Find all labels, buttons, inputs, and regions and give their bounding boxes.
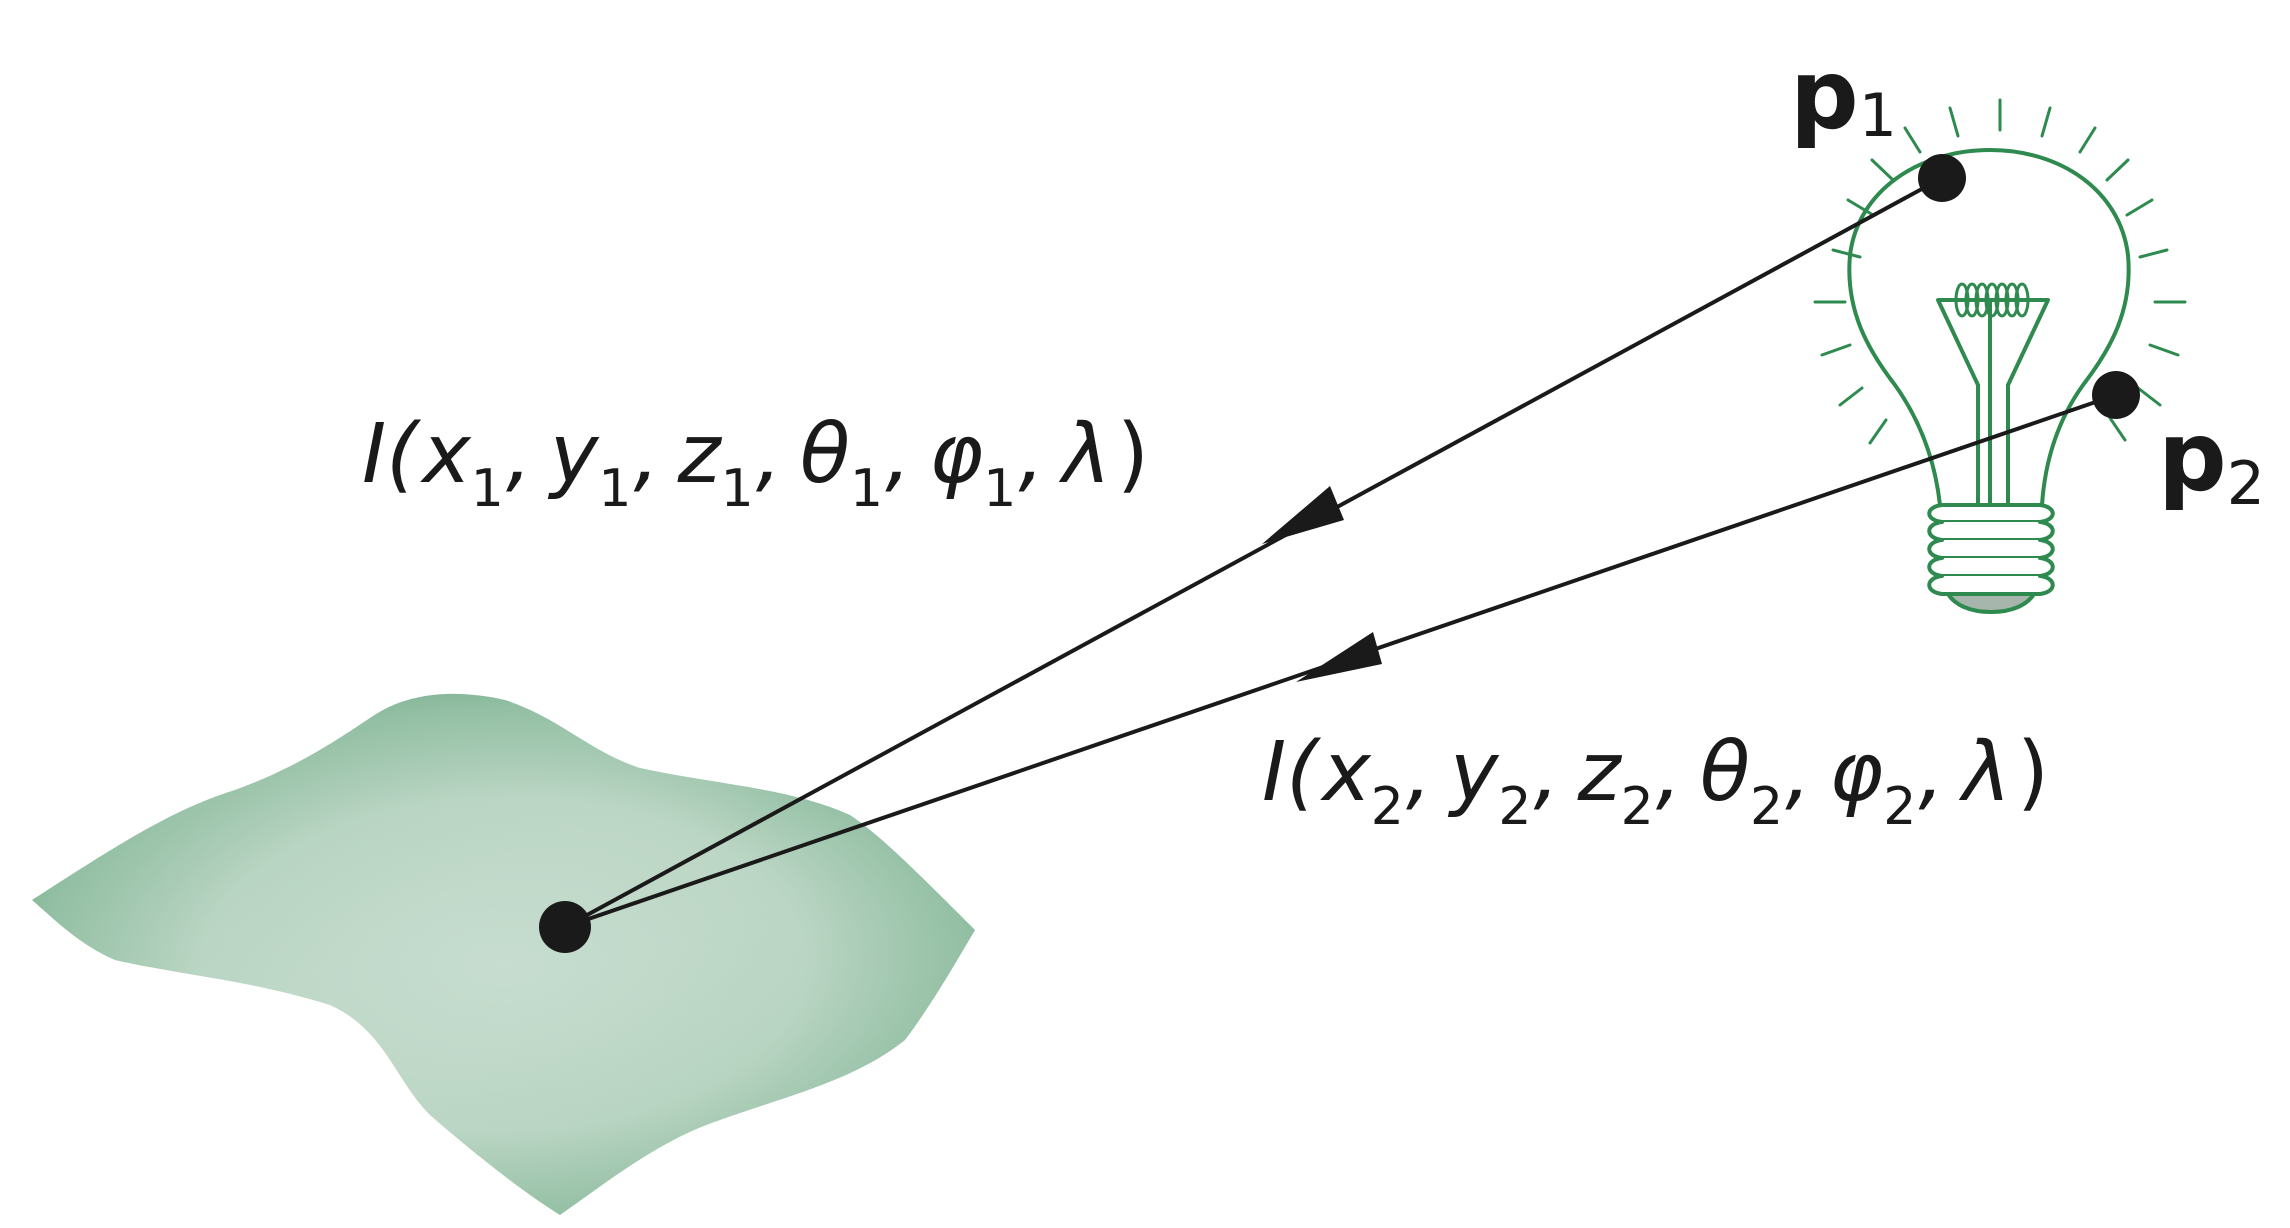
ray1-suffix: )	[1117, 407, 1149, 502]
ray1-subscript: 1	[721, 459, 754, 519]
ray2-comma: ,	[1785, 725, 1811, 820]
surface-shading	[32, 693, 975, 1215]
ray1-comma: ,	[1018, 407, 1044, 502]
ray1-symbol: θ	[800, 407, 850, 502]
surface-point	[539, 901, 591, 953]
filament-support	[1936, 298, 2050, 507]
bulb-base	[1927, 503, 2055, 614]
ray1-comma: ,	[634, 407, 660, 502]
ray1-prefix: I(	[362, 407, 421, 502]
ray-1-arrowhead	[1262, 486, 1344, 544]
ray1-comma: ,	[885, 407, 911, 502]
ray2-lambda: λ	[1958, 725, 2011, 820]
ray-2-arrowhead	[1296, 632, 1382, 682]
point-p1	[1918, 154, 1966, 202]
ray1-lambda: λ	[1058, 407, 1111, 502]
ray1-comma: ,	[756, 407, 782, 502]
ray2-symbol: θ	[1700, 725, 1750, 820]
label-p1-subscript: 1	[1859, 81, 1897, 151]
ray-1-line	[564, 176, 1943, 929]
ray2-subscript: 2	[1883, 777, 1916, 837]
point-p2	[2092, 371, 2140, 419]
ray2-symbol: φ	[1829, 725, 1883, 820]
ray2-symbol: z	[1577, 725, 1623, 820]
ray-1-label: I(x1,y1,z1,θ1,φ1,λ)	[362, 407, 1149, 519]
ray2-comma: ,	[1406, 725, 1432, 820]
ray1-subscript: 1	[850, 459, 883, 519]
label-p1-symbol: p	[1790, 39, 1859, 151]
ray2-comma: ,	[1918, 725, 1944, 820]
light-bulb-icon	[1813, 98, 2187, 614]
ray2-symbol: y	[1447, 725, 1500, 820]
surface-patch	[32, 693, 975, 1215]
ray1-symbol: x	[419, 407, 472, 502]
ray1-subscript: 1	[471, 459, 504, 519]
ray-1	[564, 176, 1943, 929]
label-p2-subscript: 2	[2227, 449, 2265, 519]
ray2-subscript: 2	[1371, 777, 1404, 837]
ray2-subscript: 2	[1621, 777, 1654, 837]
ray2-symbol: x	[1319, 725, 1372, 820]
bulb-glass	[1847, 148, 2131, 507]
ray1-symbol: z	[677, 407, 723, 502]
ray-2	[564, 393, 2117, 929]
ray1-comma: ,	[506, 407, 532, 502]
label-p2-symbol: p	[2158, 401, 2227, 513]
ray1-subscript: 1	[983, 459, 1016, 519]
ray2-prefix: I(	[1262, 725, 1321, 820]
ray2-subscript: 2	[1750, 777, 1783, 837]
ray1-subscript: 1	[598, 459, 631, 519]
ray2-comma: ,	[1656, 725, 1682, 820]
ray1-symbol: φ	[929, 407, 983, 502]
filament-coil	[1954, 282, 2030, 318]
ray-2-label: I(x2,y2,z2,θ2,φ2,λ)	[1262, 725, 2049, 837]
glow-rays	[1813, 98, 2187, 445]
label-p1: p1	[1790, 39, 1897, 151]
label-p2: p2	[2158, 401, 2265, 519]
ray1-symbol: y	[547, 407, 600, 502]
ray2-subscript: 2	[1498, 777, 1531, 837]
ray2-comma: ,	[1534, 725, 1560, 820]
ray2-suffix: )	[2017, 725, 2049, 820]
